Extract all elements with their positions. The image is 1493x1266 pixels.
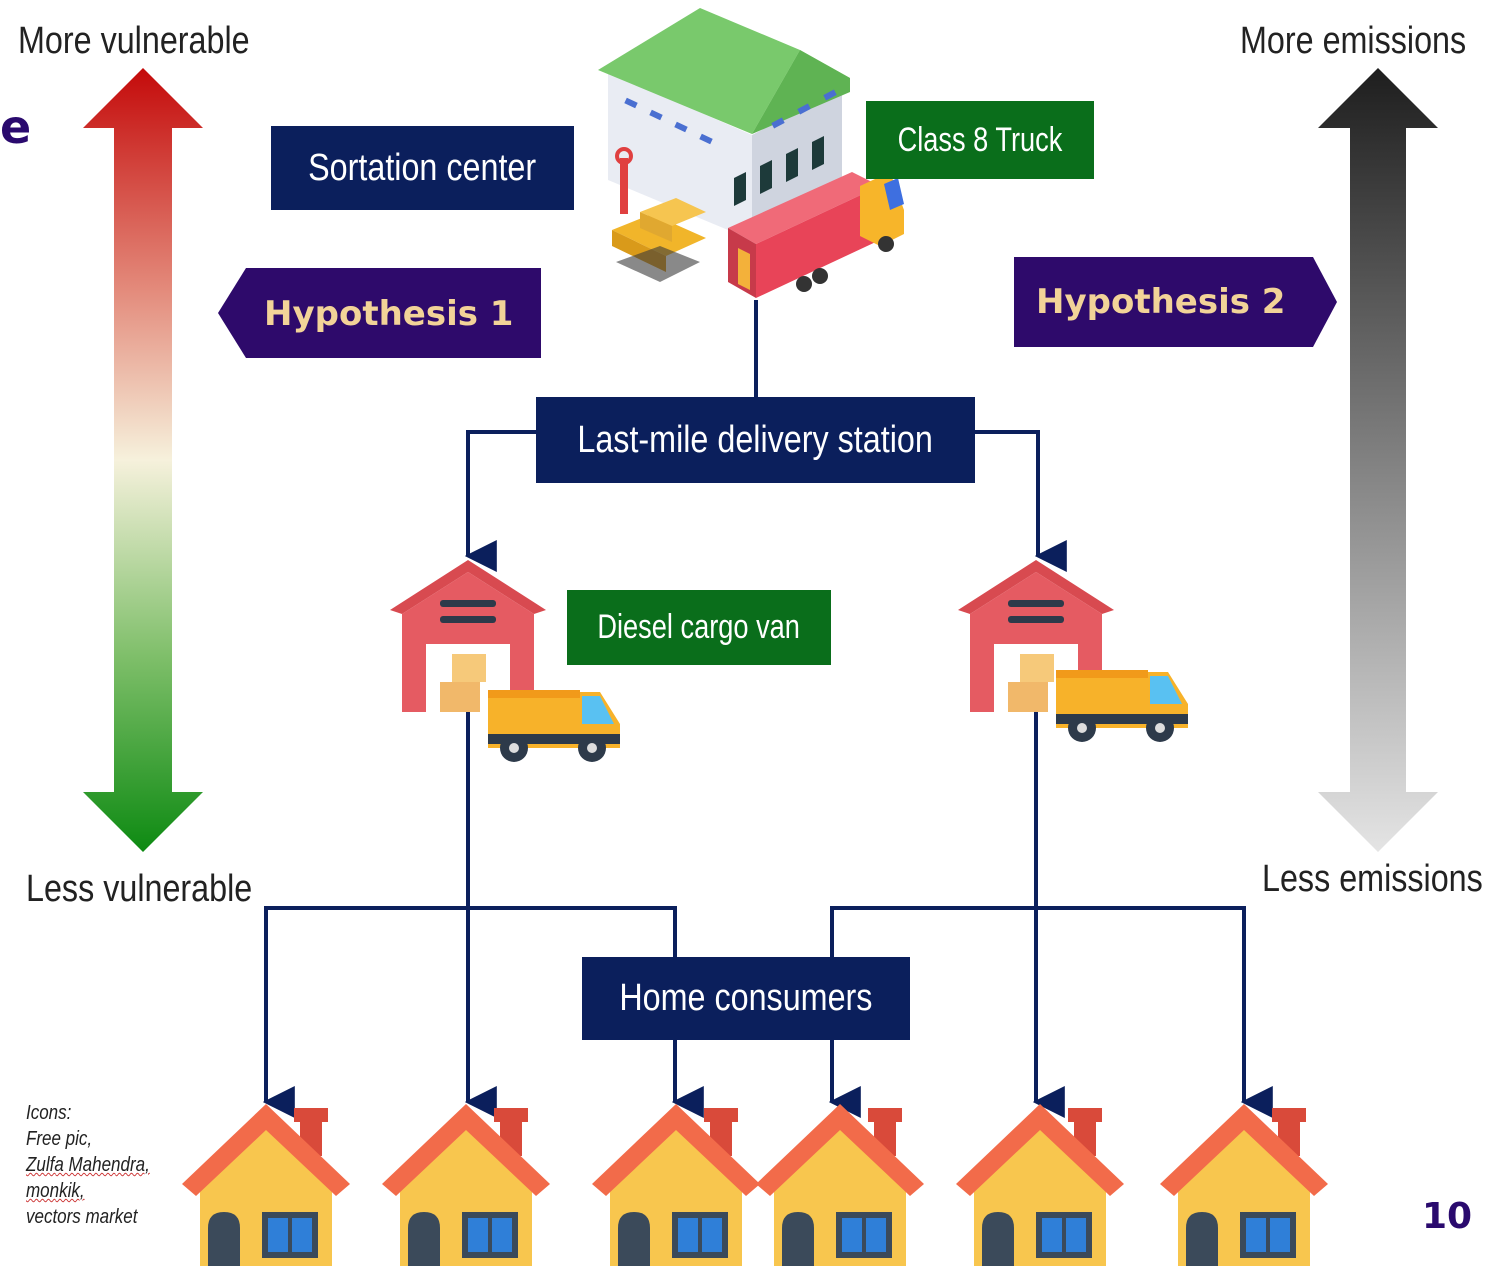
delivery-van-icon-left bbox=[488, 690, 620, 762]
more-emissions-label: More emissions bbox=[1240, 20, 1467, 62]
house-icon-2 bbox=[382, 1104, 550, 1266]
more-vulnerable-label: More vulnerable bbox=[18, 20, 250, 62]
icon-credits: Icons: Free pic, Zulfa Mahendra, monkik,… bbox=[26, 1100, 172, 1230]
house-icons bbox=[182, 1104, 1328, 1266]
page-number: 10 bbox=[1422, 1196, 1473, 1237]
hypothesis-1-label: Hypothesis 1 bbox=[264, 294, 514, 334]
forklift-icon bbox=[612, 147, 706, 282]
house-icon-5 bbox=[956, 1104, 1124, 1266]
connector-lines bbox=[262, 300, 1273, 1118]
vulnerability-gradient-arrow bbox=[83, 68, 203, 852]
less-emissions-label: Less emissions bbox=[1262, 858, 1483, 900]
less-vulnerable-label: Less vulnerable bbox=[26, 868, 253, 910]
house-icon-6 bbox=[1160, 1104, 1328, 1266]
credits-line-5: vectors market bbox=[26, 1206, 138, 1228]
home-consumers-label: Home consumers bbox=[582, 957, 910, 1040]
delivery-station-icon-left bbox=[390, 560, 546, 712]
house-icon-1 bbox=[182, 1104, 350, 1266]
sortation-center-label: Sortation center bbox=[271, 126, 574, 210]
last-mile-station-text: Last-mile delivery station bbox=[577, 418, 934, 461]
house-icon-3 bbox=[592, 1104, 760, 1266]
warehouse-icon bbox=[598, 8, 850, 240]
sortation-center-text: Sortation center bbox=[308, 146, 537, 189]
credits-line-1: Icons: bbox=[26, 1102, 72, 1124]
diesel-cargo-van-text: Diesel cargo van bbox=[597, 608, 801, 646]
hypothesis-2-label: Hypothesis 2 bbox=[1036, 282, 1286, 322]
class-8-truck-text: Class 8 Truck bbox=[897, 120, 1063, 159]
delivery-van-icon-right bbox=[1056, 670, 1188, 742]
class-8-truck-icon bbox=[728, 172, 904, 298]
last-mile-station-label: Last-mile delivery station bbox=[536, 397, 975, 483]
title-fragment: e bbox=[0, 100, 32, 154]
house-icon-4 bbox=[756, 1104, 924, 1266]
home-consumers-text: Home consumers bbox=[619, 977, 873, 1019]
credits-line-2: Free pic, bbox=[26, 1128, 93, 1150]
hypothesis-2-banner bbox=[1014, 257, 1337, 347]
emissions-gradient-arrow bbox=[1318, 68, 1438, 852]
diesel-cargo-van-label: Diesel cargo van bbox=[567, 590, 831, 665]
credits-line-3: Zulfa Mahendra, bbox=[26, 1154, 150, 1176]
hypothesis-1-banner bbox=[218, 268, 541, 358]
class-8-truck-label: Class 8 Truck bbox=[866, 101, 1094, 179]
credits-line-4: monkik, bbox=[26, 1180, 85, 1202]
